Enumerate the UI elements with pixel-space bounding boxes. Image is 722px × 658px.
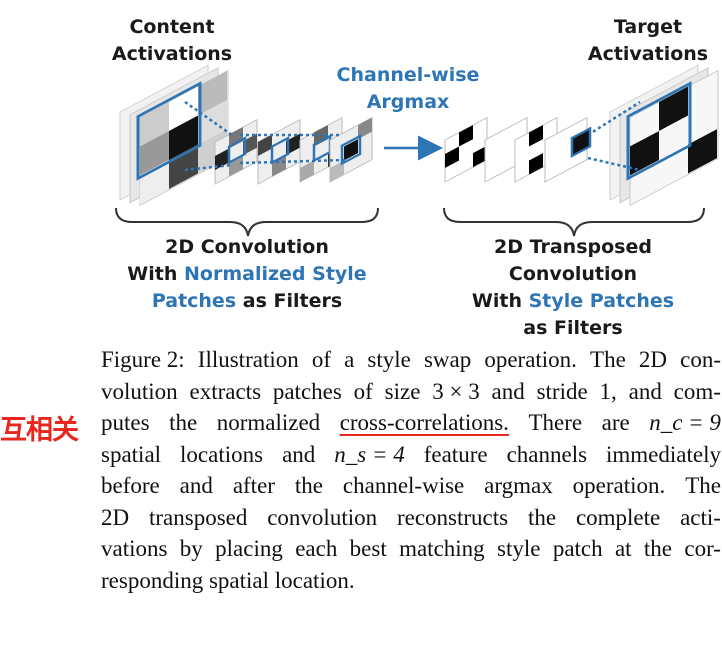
target-activations-label: Target Activations: [587, 16, 709, 65]
transposed-brace: [443, 207, 705, 237]
content-activations-label: Content Activations: [111, 16, 233, 65]
handwritten-annotation: 互相关: [0, 415, 79, 446]
argmax-maps: [444, 116, 588, 183]
content-activation-grid: [119, 64, 229, 207]
convolution-caption: 2D Convolution With Normalized Style Pat…: [127, 236, 367, 312]
argmax-label: Channel-wise Argmax: [336, 64, 480, 113]
style-patch-filters: [214, 116, 373, 185]
target-projection-lines: [587, 100, 641, 172]
caption-line-8: responding spatial location.: [101, 567, 355, 593]
convolution-brace: [115, 207, 379, 237]
target-activation-grid: [609, 64, 719, 207]
figure-diagram: [115, 64, 719, 237]
cross-correlations-term: cross-correlations.: [339, 410, 509, 435]
projection-lines: [184, 100, 346, 172]
transposed-convolution-caption: 2D Transposed Convolution With Style Pat…: [471, 236, 675, 339]
